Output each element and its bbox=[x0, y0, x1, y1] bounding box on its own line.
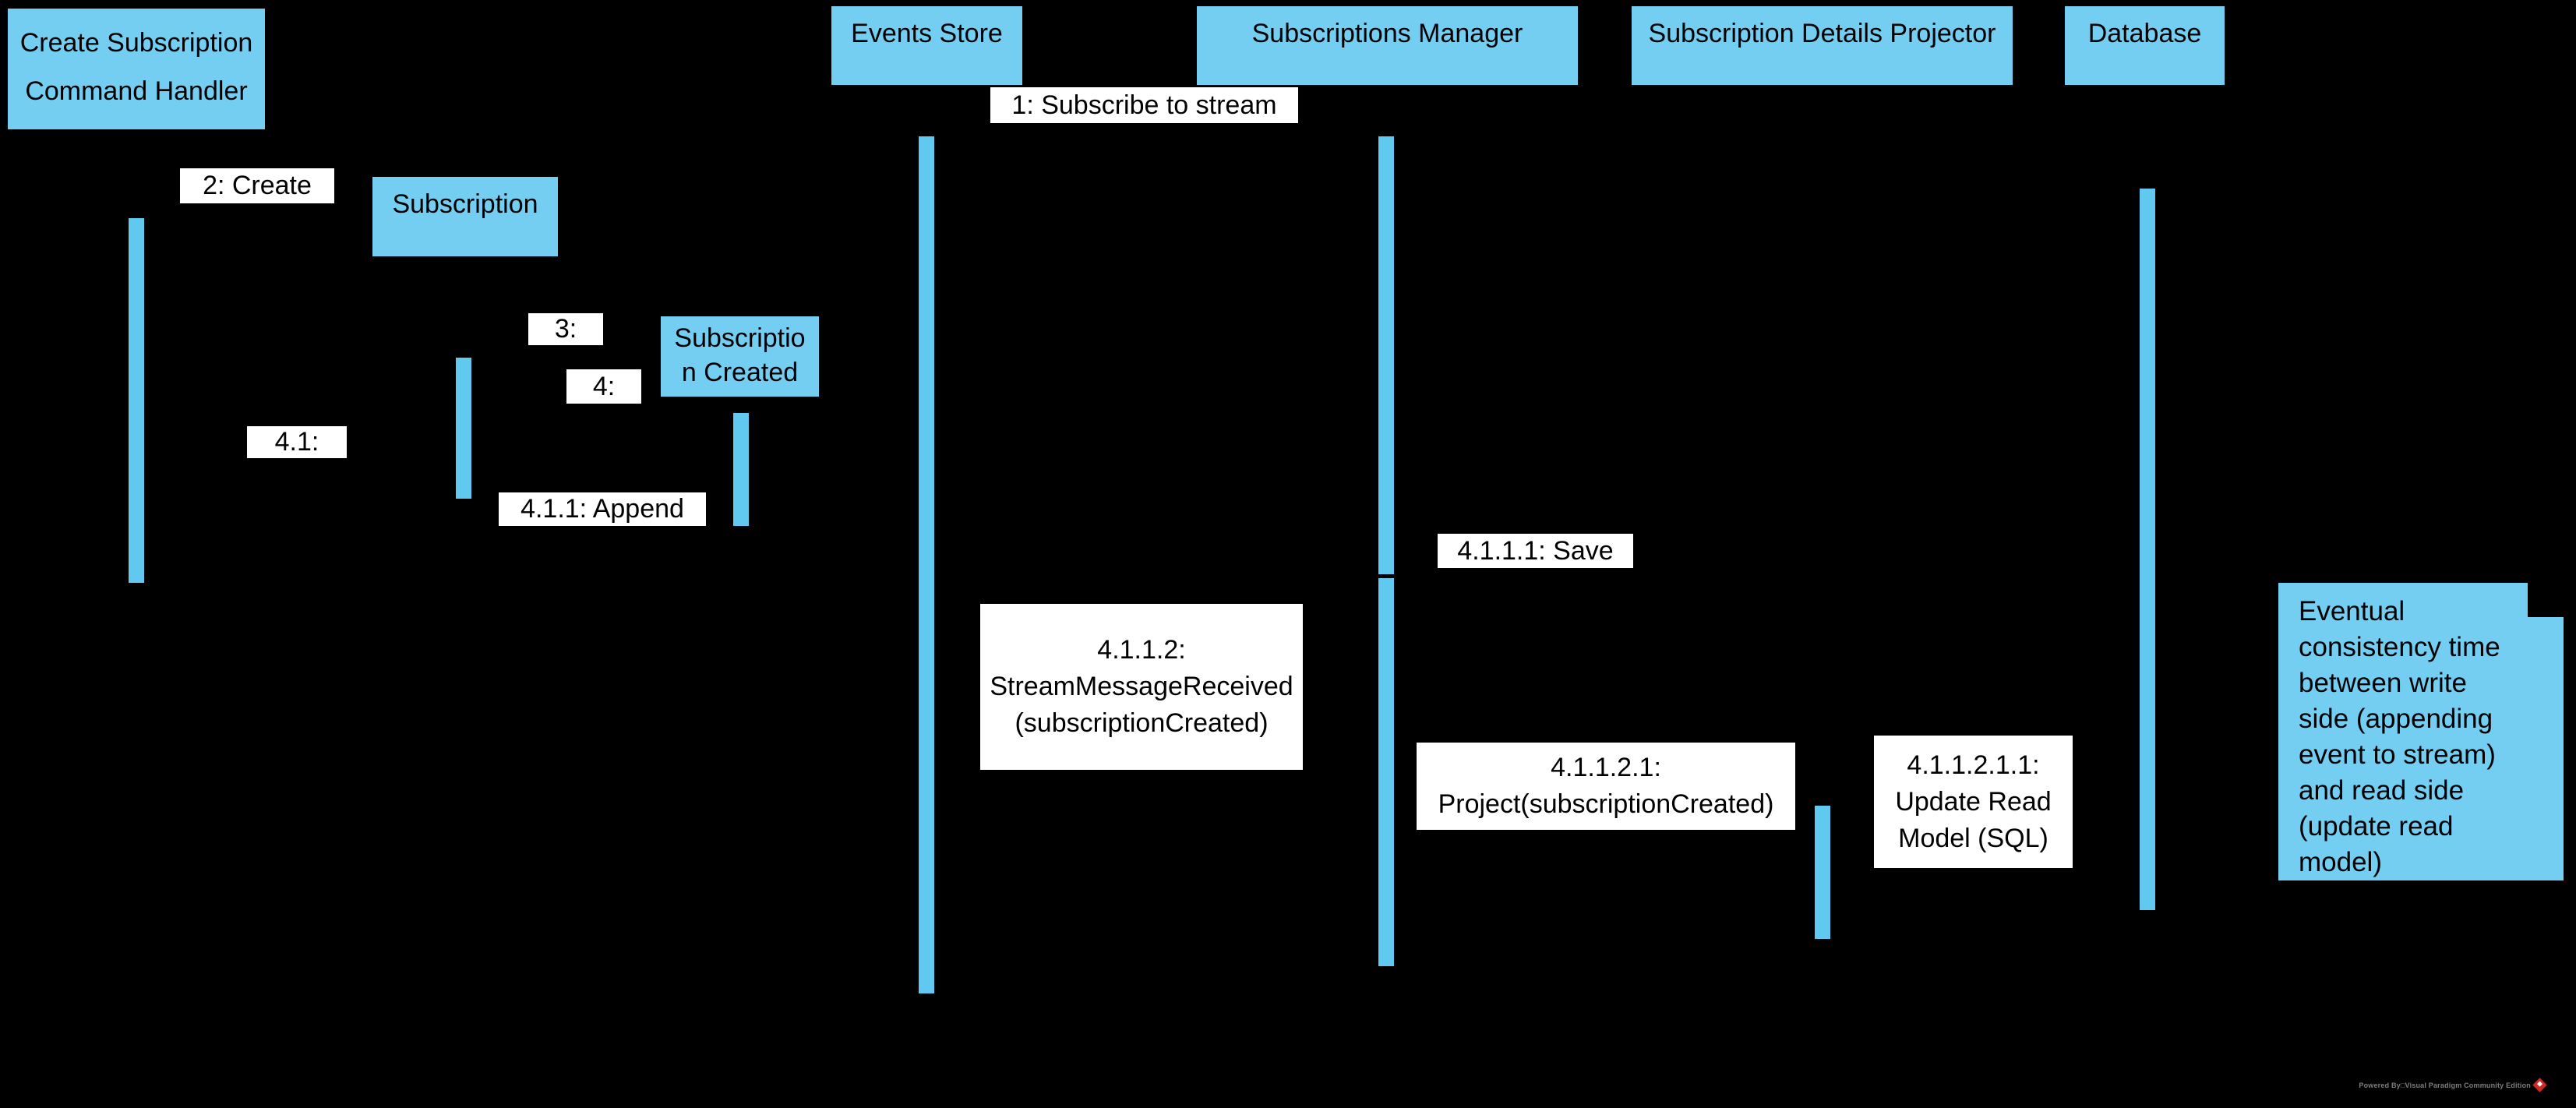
participant-events-store: Events Store bbox=[831, 6, 1022, 85]
object-subscription: Subscription bbox=[372, 177, 558, 256]
message-text: 4: bbox=[592, 371, 616, 401]
participant-subscriptions-manager: Subscriptions Manager bbox=[1197, 6, 1578, 85]
note-text-line: (update read bbox=[2299, 811, 2454, 842]
activation-bar-subscription-details-projector bbox=[1815, 806, 1830, 939]
note-text: Eventual consistency time between write … bbox=[2278, 583, 2564, 880]
message-label-4-1-1-append: 4.1.1: Append bbox=[499, 492, 706, 526]
message-text-line: Update Read bbox=[1895, 786, 2052, 817]
message-label-1-subscribe-to-stream: 1: Subscribe to stream bbox=[990, 87, 1298, 123]
activation-bar-subscriptions-manager-1 bbox=[1378, 136, 1394, 574]
note-folded-corner bbox=[2528, 583, 2564, 617]
message-label-4: 4: bbox=[566, 369, 641, 404]
participant-label-line: Command Handler bbox=[25, 76, 248, 106]
note-text-line: model) bbox=[2299, 847, 2382, 877]
participant-label-line: Database bbox=[2087, 19, 2202, 48]
activation-bar-subscriptions-manager-2 bbox=[1378, 578, 1394, 966]
note-text-line: consistency time bbox=[2299, 632, 2500, 662]
note-text-line: between write bbox=[2299, 668, 2467, 698]
message-text: 2: Create bbox=[203, 171, 312, 200]
watermark: Powered By□Visual Paradigm Community Edi… bbox=[2359, 1078, 2547, 1092]
object-subscription-created: Subscriptio n Created bbox=[661, 316, 819, 397]
message-text-line: Model (SQL) bbox=[1898, 823, 2048, 853]
participant-database: Database bbox=[2065, 6, 2225, 85]
message-label-4-1-1-2-1-1-update-read-model: 4.1.1.2.1.1: Update Read Model (SQL) bbox=[1874, 736, 2073, 868]
message-text-line: (subscriptionCreated) bbox=[1015, 708, 1269, 738]
message-label-4-1-1-2-1-project: 4.1.1.2.1: Project(subscriptionCreated) bbox=[1417, 743, 1795, 830]
message-text: 1: Subscribe to stream bbox=[1011, 90, 1277, 120]
object-label-line: Subscription bbox=[392, 189, 538, 219]
visual-paradigm-logo-icon bbox=[2532, 1078, 2547, 1092]
object-label-line: n Created bbox=[681, 358, 799, 387]
participant-subscription-details-projector: Subscription Details Projector bbox=[1632, 6, 2013, 85]
note-text-line: side (appending bbox=[2299, 704, 2493, 734]
activation-bar-subscription bbox=[456, 358, 471, 499]
participant-label-line: Subscription Details Projector bbox=[1648, 19, 1996, 48]
message-text-line: 4.1.1.2: bbox=[1097, 635, 1186, 665]
object-label-line: Subscriptio bbox=[674, 323, 806, 353]
message-text-line: 4.1.1.2.1: bbox=[1551, 753, 1661, 782]
note-text-line: and read side bbox=[2299, 775, 2465, 806]
message-text: 3: bbox=[554, 314, 577, 344]
watermark-text: Powered By□Visual Paradigm Community Edi… bbox=[2359, 1081, 2531, 1089]
message-label-4-1-1-2-stream-message-received: 4.1.1.2: StreamMessageReceived (subscrip… bbox=[980, 604, 1303, 770]
activation-bar-events-store bbox=[919, 136, 934, 993]
message-text-line: 4.1.1.2.1.1: bbox=[1907, 750, 2040, 780]
message-text: 4.1.1.1: Save bbox=[1457, 535, 1614, 566]
message-text-line: Project(subscriptionCreated) bbox=[1438, 789, 1774, 819]
message-text: 4.1: bbox=[274, 427, 319, 457]
message-label-4-1-1-1-save: 4.1.1.1: Save bbox=[1438, 534, 1633, 568]
visual-paradigm-logo-inner bbox=[2536, 1081, 2543, 1087]
note-text-line: event to stream) bbox=[2299, 739, 2496, 770]
participant-create-subscription-command-handler: Create Subscription Command Handler bbox=[8, 9, 265, 129]
message-label-2-create: 2: Create bbox=[180, 168, 334, 203]
activation-bar-subscription-created bbox=[733, 413, 749, 526]
note-eventual-consistency bbox=[2278, 583, 2564, 880]
activation-bar-create-subscription-command-handler bbox=[129, 218, 144, 583]
activation-bar-database bbox=[2140, 189, 2155, 910]
note-text-line: Eventual bbox=[2299, 596, 2405, 626]
participant-label-line: Subscriptions Manager bbox=[1251, 19, 1523, 48]
message-label-3: 3: bbox=[528, 313, 603, 345]
participant-label-line: Events Store bbox=[851, 19, 1003, 48]
message-text-line: StreamMessageReceived bbox=[990, 672, 1293, 701]
participant-label-line: Create Subscription bbox=[19, 28, 253, 58]
message-label-4-1: 4.1: bbox=[247, 426, 347, 458]
message-text: 4.1.1: Append bbox=[520, 494, 684, 524]
